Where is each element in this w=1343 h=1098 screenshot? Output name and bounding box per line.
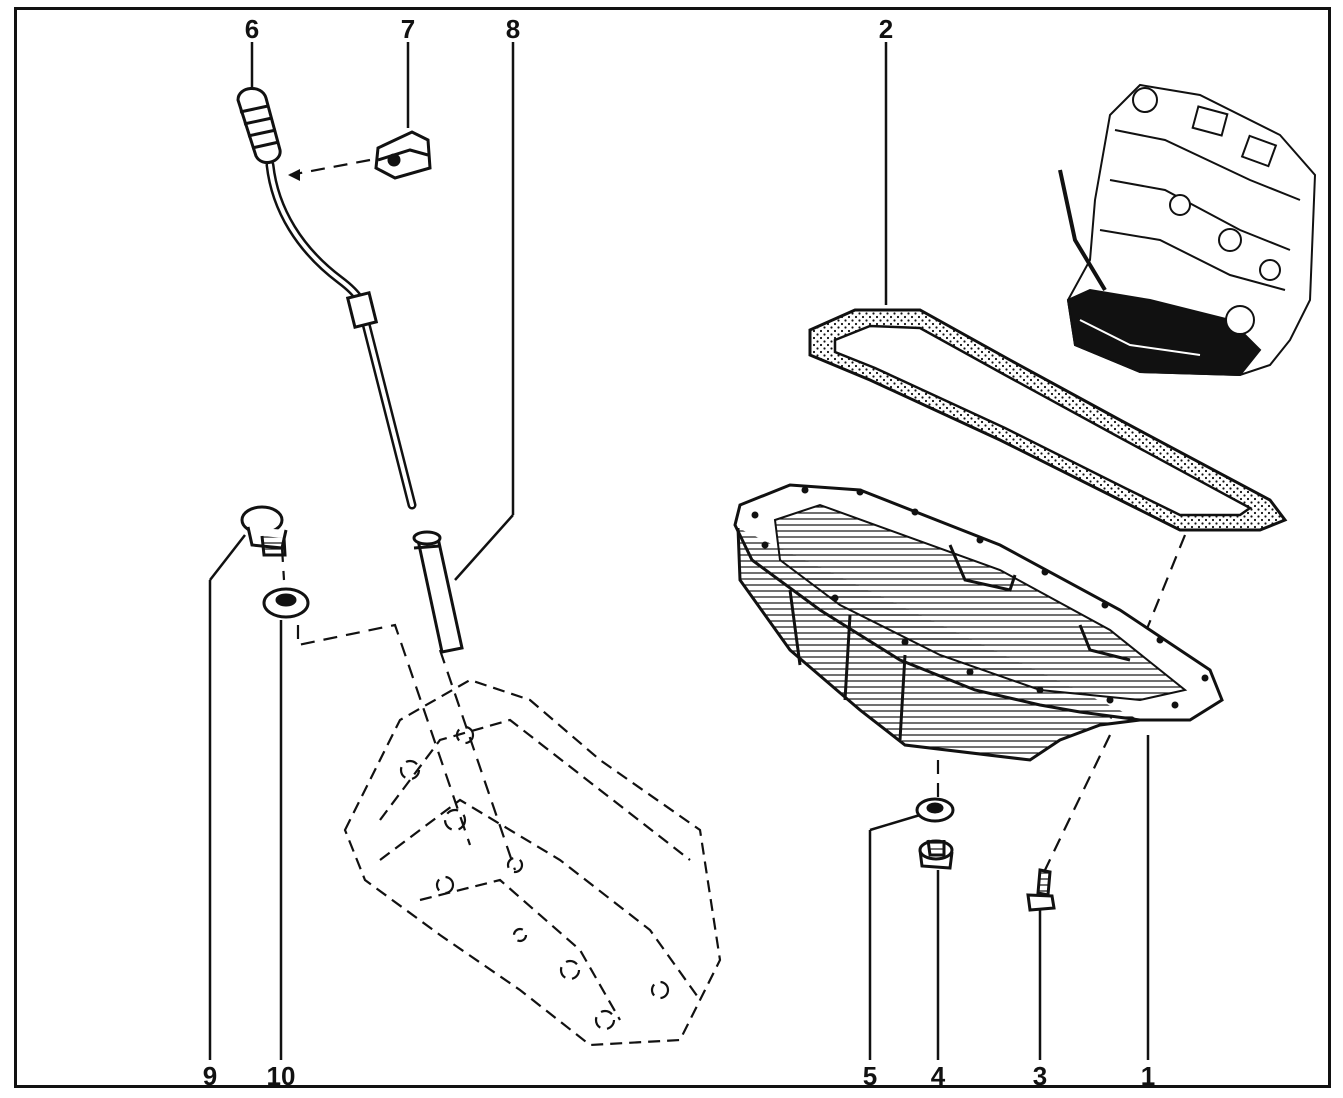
callout-1: 1 (1140, 1061, 1156, 1091)
callout-7: 7 (400, 14, 416, 44)
drain-plug (918, 839, 954, 870)
plug (240, 505, 288, 557)
callout-6: 6 (244, 14, 260, 44)
callout-2: 2 (878, 14, 894, 44)
engine-block-outline (343, 678, 722, 1047)
dipstick-guide-tube (412, 530, 464, 654)
arrow-icon (288, 169, 300, 181)
engine-inset-image (1058, 83, 1317, 377)
callout-3: 3 (1032, 1061, 1048, 1091)
callout-9: 9 (202, 1061, 218, 1091)
drain-plug-washer (915, 797, 955, 823)
oil-pan-gasket (808, 308, 1288, 532)
plug-washer (262, 587, 310, 619)
callout-5: 5 (862, 1061, 878, 1091)
oil-pan-bolt (1026, 868, 1056, 912)
callout-4: 4 (930, 1061, 946, 1091)
callout-10: 10 (266, 1061, 296, 1091)
callout-8: 8 (505, 14, 521, 44)
dipstick-clip (374, 130, 432, 180)
oil-pan (733, 483, 1224, 762)
dipstick (236, 87, 417, 510)
leader-lines (208, 42, 1150, 1060)
